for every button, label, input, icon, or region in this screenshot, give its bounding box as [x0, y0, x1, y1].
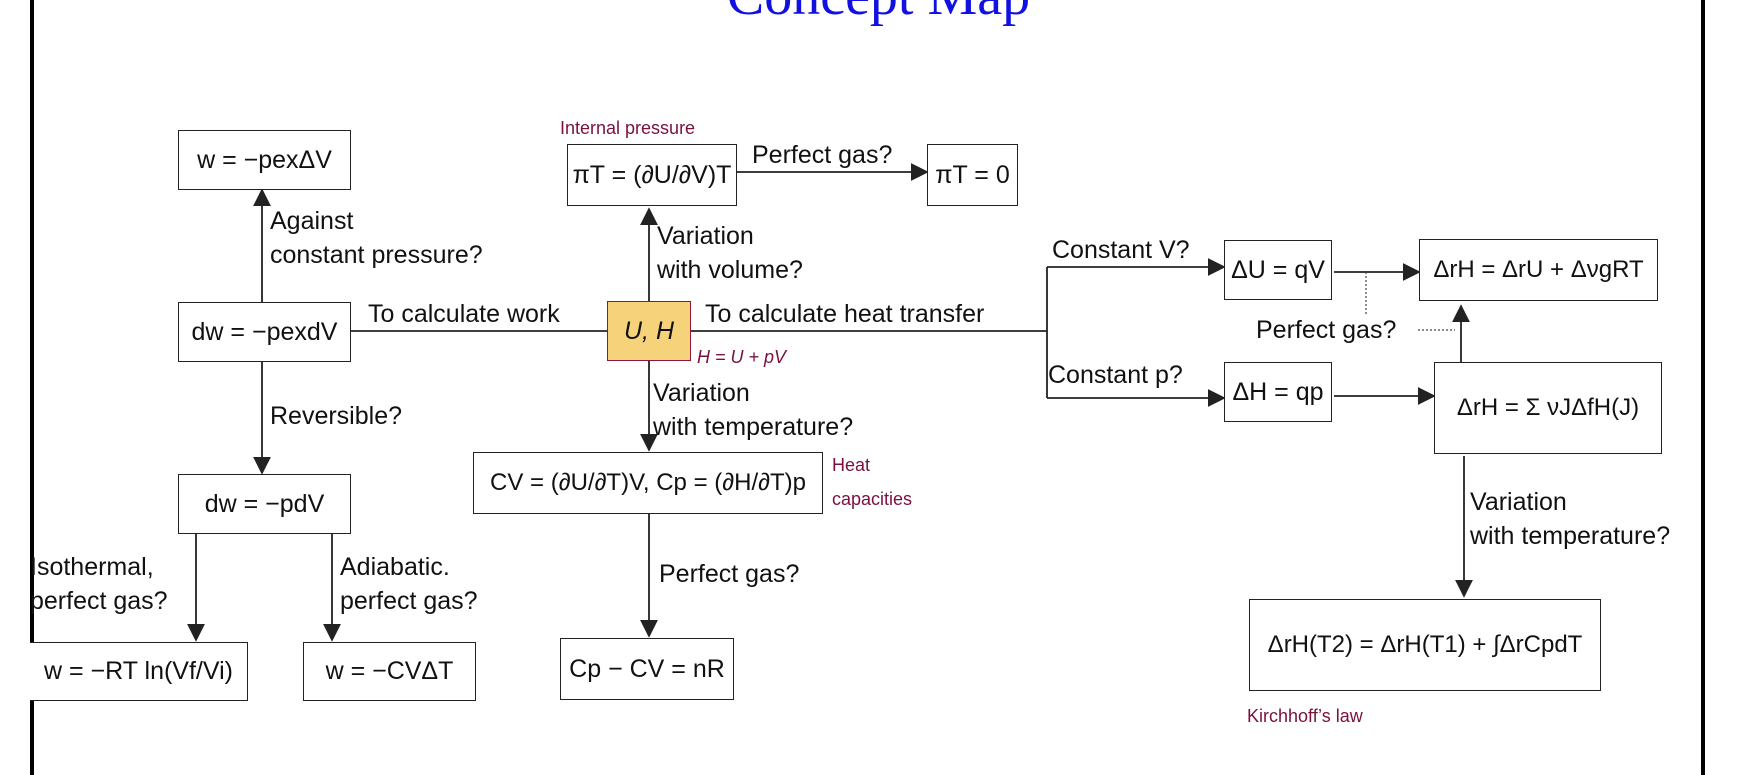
isothermal-label: Isothermal, perfect gas?	[30, 550, 168, 618]
pi-zero-box: πT = 0	[927, 144, 1018, 206]
variation-temperature-label: Variation with temperature?	[653, 376, 853, 444]
variation-volume-line-1: Variation	[657, 222, 754, 250]
cp-perfect-gas-label: Perfect gas?	[659, 560, 800, 588]
isothermal-line-2: perfect gas?	[30, 587, 168, 615]
adiabatic-label: Adiabatic. perfect gas?	[340, 550, 478, 618]
cp-minus-cv-box: Cp − CV = nR	[560, 638, 734, 700]
work-branch-label: To calculate work	[368, 300, 560, 328]
against-line-1: Against	[270, 207, 354, 235]
internal-pressure-box: πT = (∂U/∂V)T	[567, 144, 737, 206]
internal-pressure-note: Internal pressure	[560, 118, 696, 138]
variation-temp-line-1: Variation	[653, 379, 750, 407]
variation-k-line-2: with temperature?	[1470, 522, 1671, 550]
adiabatic-line-1: Adiabatic.	[340, 553, 450, 581]
center-u-h-box: U, H	[607, 301, 691, 361]
heat-capacities-note: Heat capacities	[832, 448, 912, 516]
w-pex-box: w = −pexΔV	[178, 130, 351, 190]
variation-k-line-1: Variation	[1470, 488, 1567, 516]
against-line-2: constant pressure?	[270, 241, 483, 269]
enthalpy-definition-note: H = U + pV	[697, 347, 787, 367]
adiabatic-line-2: perfect gas?	[340, 587, 478, 615]
w-adiabatic-box: w = −CVΔT	[303, 642, 476, 701]
heat-note-line-1: Heat	[832, 455, 871, 475]
variation-kirchhoff-label: Variation with temperature?	[1470, 485, 1670, 553]
reversible-label: Reversible?	[270, 402, 403, 430]
dh-qp-box: ΔH = qp	[1224, 362, 1332, 422]
kirchhoff-law-note: Kirchhoff’s law	[1247, 706, 1363, 726]
heat-capacities-box: CV = (∂U/∂T)V, Cp = (∂H/∂T)p	[473, 452, 823, 514]
right-border	[1701, 0, 1705, 775]
heat-note-line-2: capacities	[832, 489, 913, 509]
drh-dru-box: ΔrH = ΔrU + ΔνgRT	[1419, 239, 1658, 301]
variation-volume-label: Variation with volume?	[657, 219, 803, 287]
heat-branch-label: To calculate heat transfer	[705, 300, 985, 328]
variation-temp-line-2: with temperature?	[653, 413, 854, 441]
isothermal-line-1: Isothermal,	[30, 553, 154, 581]
dw-p-box: dw = −pdV	[178, 474, 351, 534]
w-isothermal-box: w = −RT ln(Vf/Vi)	[30, 642, 248, 701]
dw-pex-box: dw = −pexdV	[178, 302, 351, 362]
kirchhoff-box: ΔrH(T2) = ΔrH(T1) + ∫ΔrCpdT	[1249, 599, 1601, 691]
constant-p-label: Constant p?	[1048, 361, 1183, 389]
slide-title: Concept Map	[0, 0, 1757, 28]
heat-perfect-gas-label: Perfect gas?	[1256, 316, 1397, 344]
drh-sum-box: ΔrH = Σ νJΔfH(J)	[1434, 362, 1662, 454]
du-qv-box: ΔU = qV	[1224, 240, 1332, 300]
constant-v-label: Constant V?	[1052, 236, 1190, 264]
pi-perfect-gas-label: Perfect gas?	[752, 141, 893, 169]
left-border	[30, 0, 34, 775]
against-pressure-label: Against constant pressure?	[270, 204, 483, 272]
variation-volume-line-2: with volume?	[657, 256, 803, 284]
